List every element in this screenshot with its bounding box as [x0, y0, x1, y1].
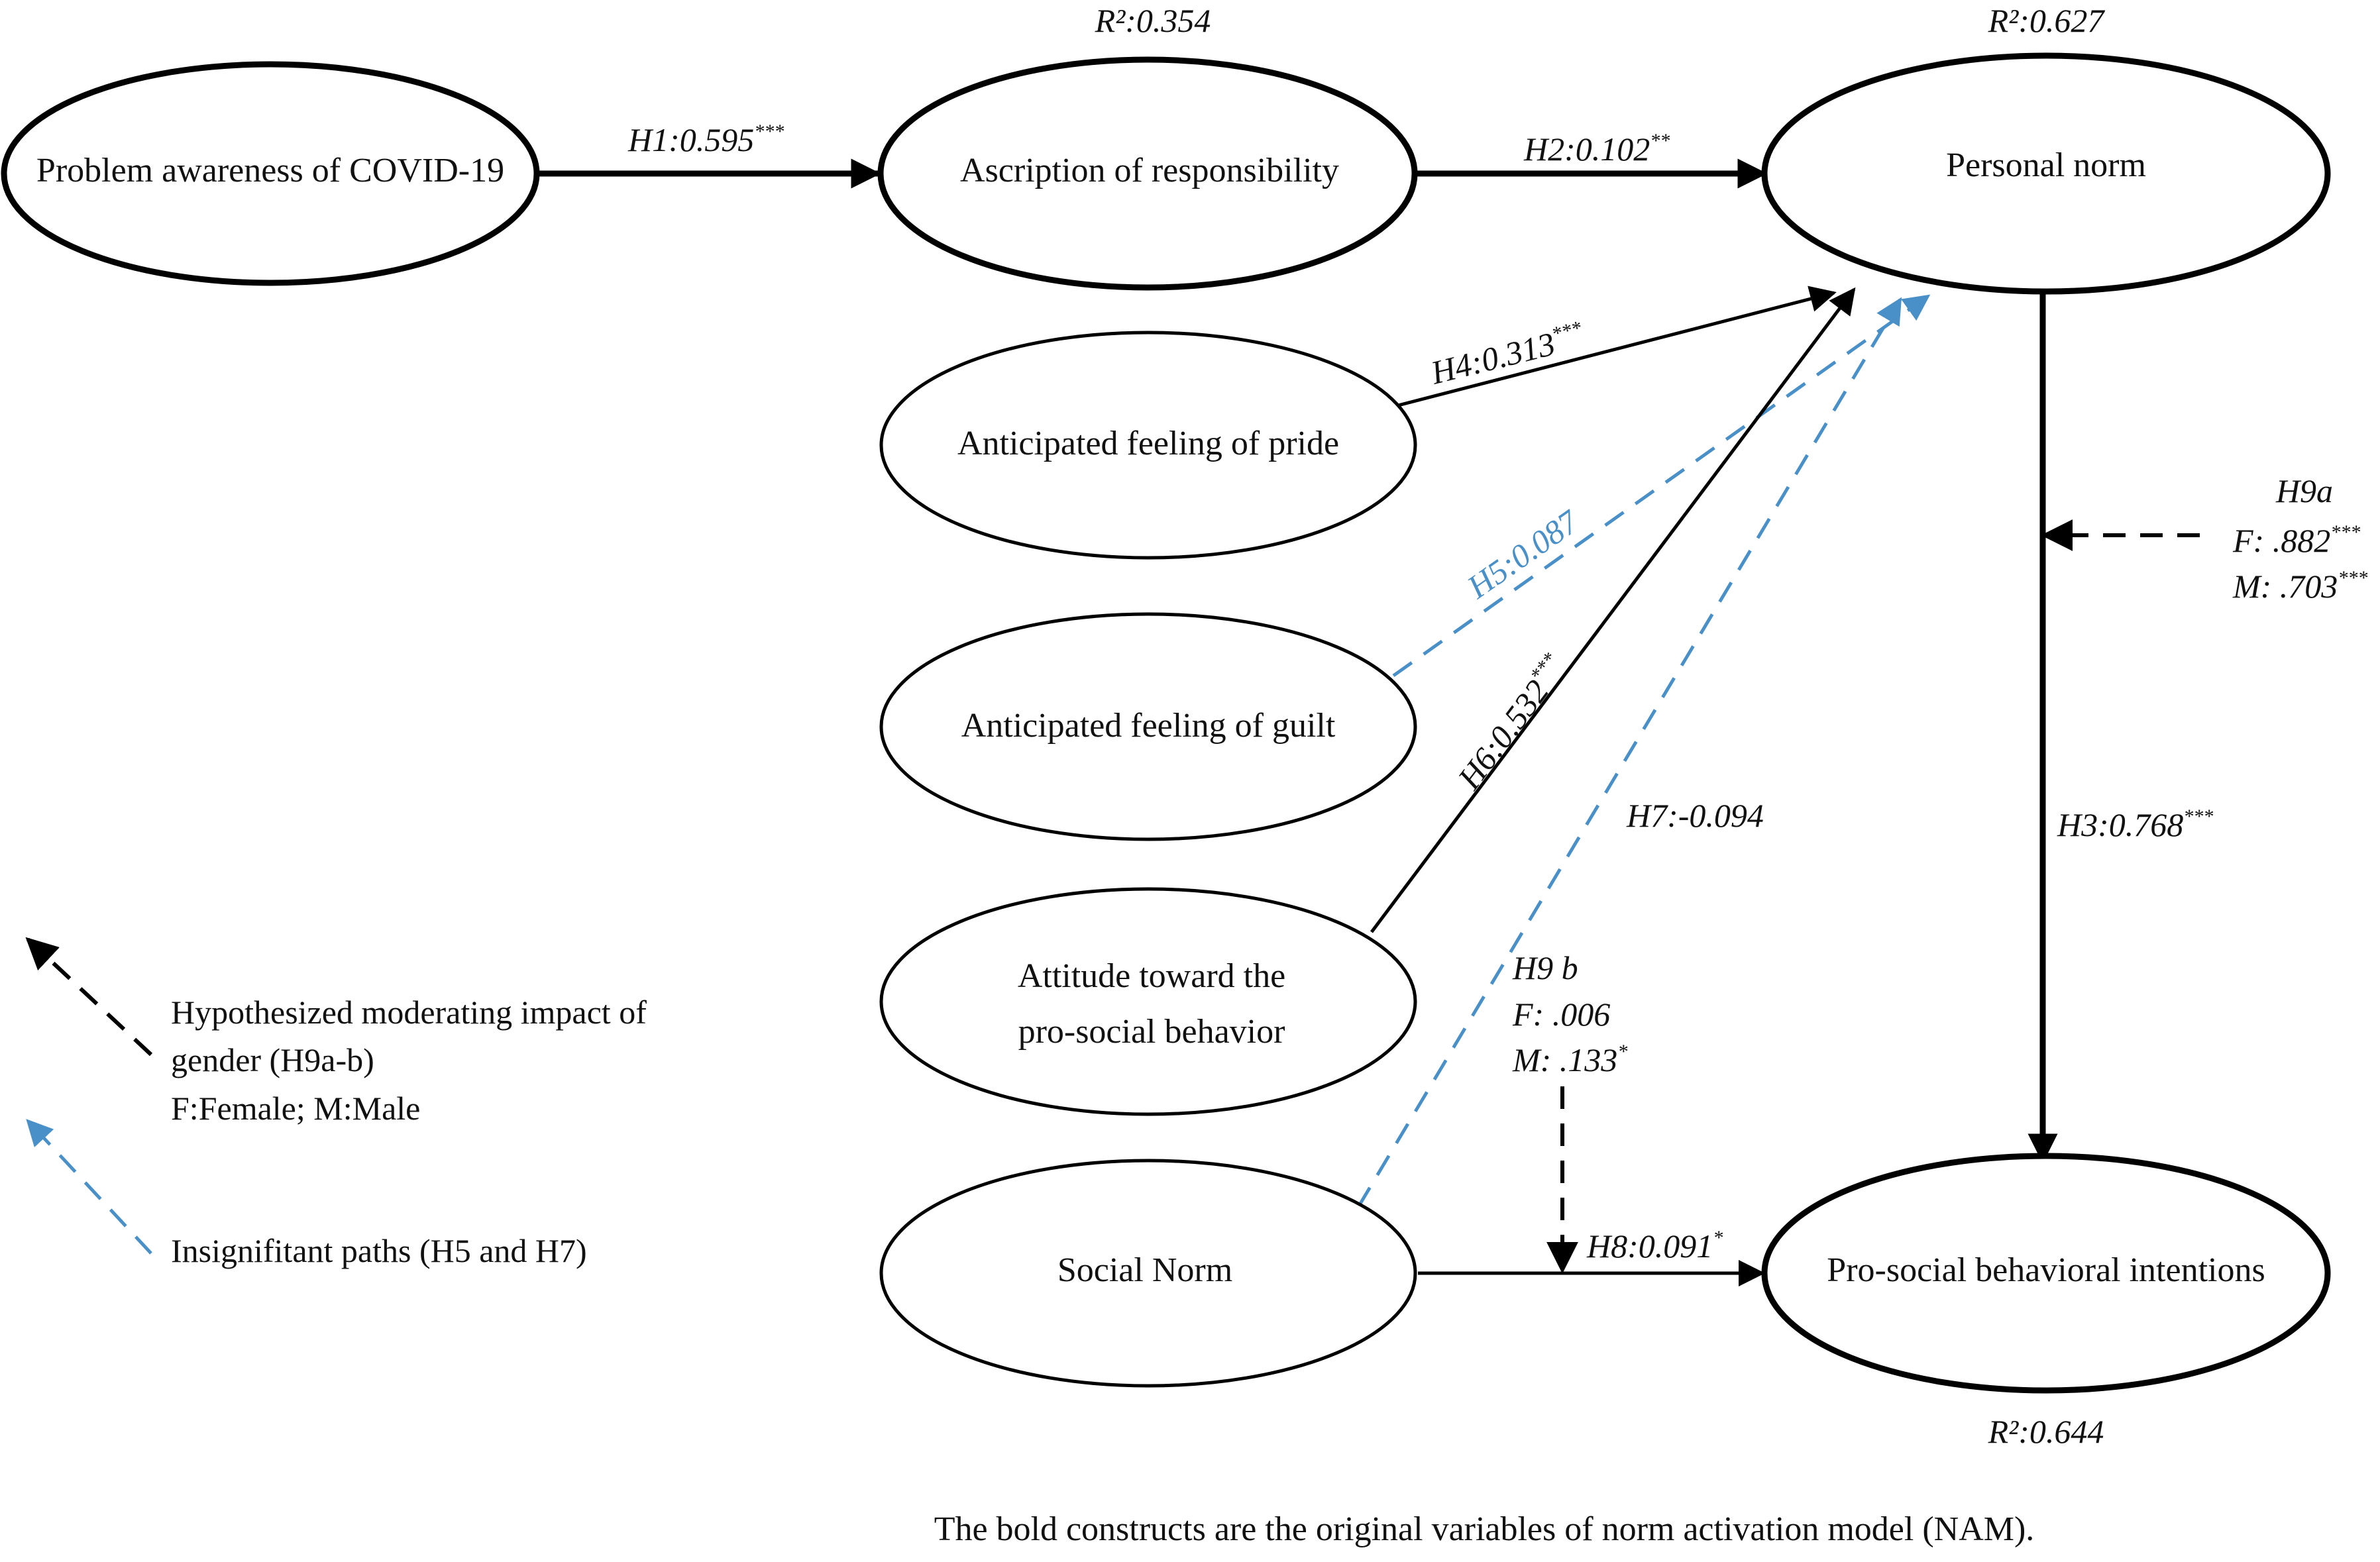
- legend-moderating-line2: gender (H9a-b): [171, 1041, 374, 1078]
- node-attitude: Attitude toward the pro-social behavior: [879, 887, 1417, 1116]
- h9b-title: H9 b: [1512, 949, 1578, 986]
- label-h5: H5:0.087: [1460, 502, 1586, 606]
- legend-insignificant: Insignifitant paths (H5 and H7): [171, 1232, 587, 1269]
- r2-personal-norm: R²:0.627: [1988, 2, 2106, 39]
- label-h1: H1:0.595***: [627, 121, 784, 158]
- h9a-title: H9a: [2275, 472, 2333, 509]
- node-attitude-label-line2: pro-social behavior: [1018, 1013, 1285, 1051]
- label-h8: H8:0.091*: [1586, 1227, 1723, 1265]
- node-attitude-label-line1: Attitude toward the: [1018, 957, 1285, 995]
- node-personal-norm-label: Personal norm: [1946, 146, 2146, 184]
- legend-moderating-line1: Hypothesized moderating impact of: [171, 994, 647, 1031]
- r2-ascription: R²:0.354: [1095, 2, 1211, 39]
- path-h6: [1370, 287, 1856, 933]
- node-social-norm: Social Norm: [879, 1159, 1417, 1388]
- path-h7: [1356, 297, 1902, 1208]
- footnote: The bold constructs are the original var…: [934, 1510, 2035, 1548]
- legend: Hypothesized moderating impact of gender…: [25, 937, 647, 1269]
- node-problem-awareness-label: Problem awareness of COVID-19: [36, 152, 504, 189]
- node-intentions-label: Pro-social behavioral intentions: [1827, 1251, 2265, 1289]
- h9b-female: F: .006: [1512, 996, 1610, 1033]
- label-h4: H4:0.313***: [1427, 317, 1588, 391]
- node-social-norm-label: Social Norm: [1057, 1251, 1232, 1289]
- node-personal-norm: Personal norm: [1761, 52, 2331, 295]
- r2-intentions: R²:0.644: [1988, 1413, 2104, 1450]
- label-h3: H3:0.768***: [2057, 806, 2213, 843]
- node-ascription-label: Ascription of responsibility: [960, 152, 1339, 189]
- label-h7: H7:-0.094: [1626, 797, 1764, 834]
- h9b-male: M: .133*: [1512, 1041, 1627, 1078]
- label-h2: H2:0.102**: [1523, 130, 1670, 168]
- node-pride-label: Anticipated feeling of pride: [957, 425, 1339, 462]
- h9a-male: M: .703***: [2232, 567, 2367, 605]
- node-guilt-label: Anticipated feeling of guilt: [961, 707, 1336, 745]
- moderation-h9b-labels: H9 b F: .006 M: .133*: [1512, 949, 1627, 1078]
- h9a-female: F: .882***: [2232, 521, 2360, 559]
- legend-moderating-line3: F:Female; M:Male: [171, 1090, 420, 1127]
- legend-moderating-arrow: [25, 937, 153, 1057]
- node-problem-awareness: Problem awareness of COVID-19: [1, 61, 540, 286]
- node-ascription: Ascription of responsibility: [877, 56, 1418, 291]
- path-h4: [1397, 286, 1837, 407]
- node-guilt: Anticipated feeling of guilt: [879, 612, 1417, 841]
- label-h6: H6:0.532***: [1450, 649, 1574, 796]
- node-pride: Anticipated feeling of pride: [879, 331, 1417, 560]
- node-intentions: Pro-social behavioral intentions: [1761, 1153, 2331, 1394]
- moderation-h9a-labels: H9a F: .882*** M: .703***: [2232, 472, 2367, 605]
- legend-insignificant-arrow: [26, 1119, 152, 1255]
